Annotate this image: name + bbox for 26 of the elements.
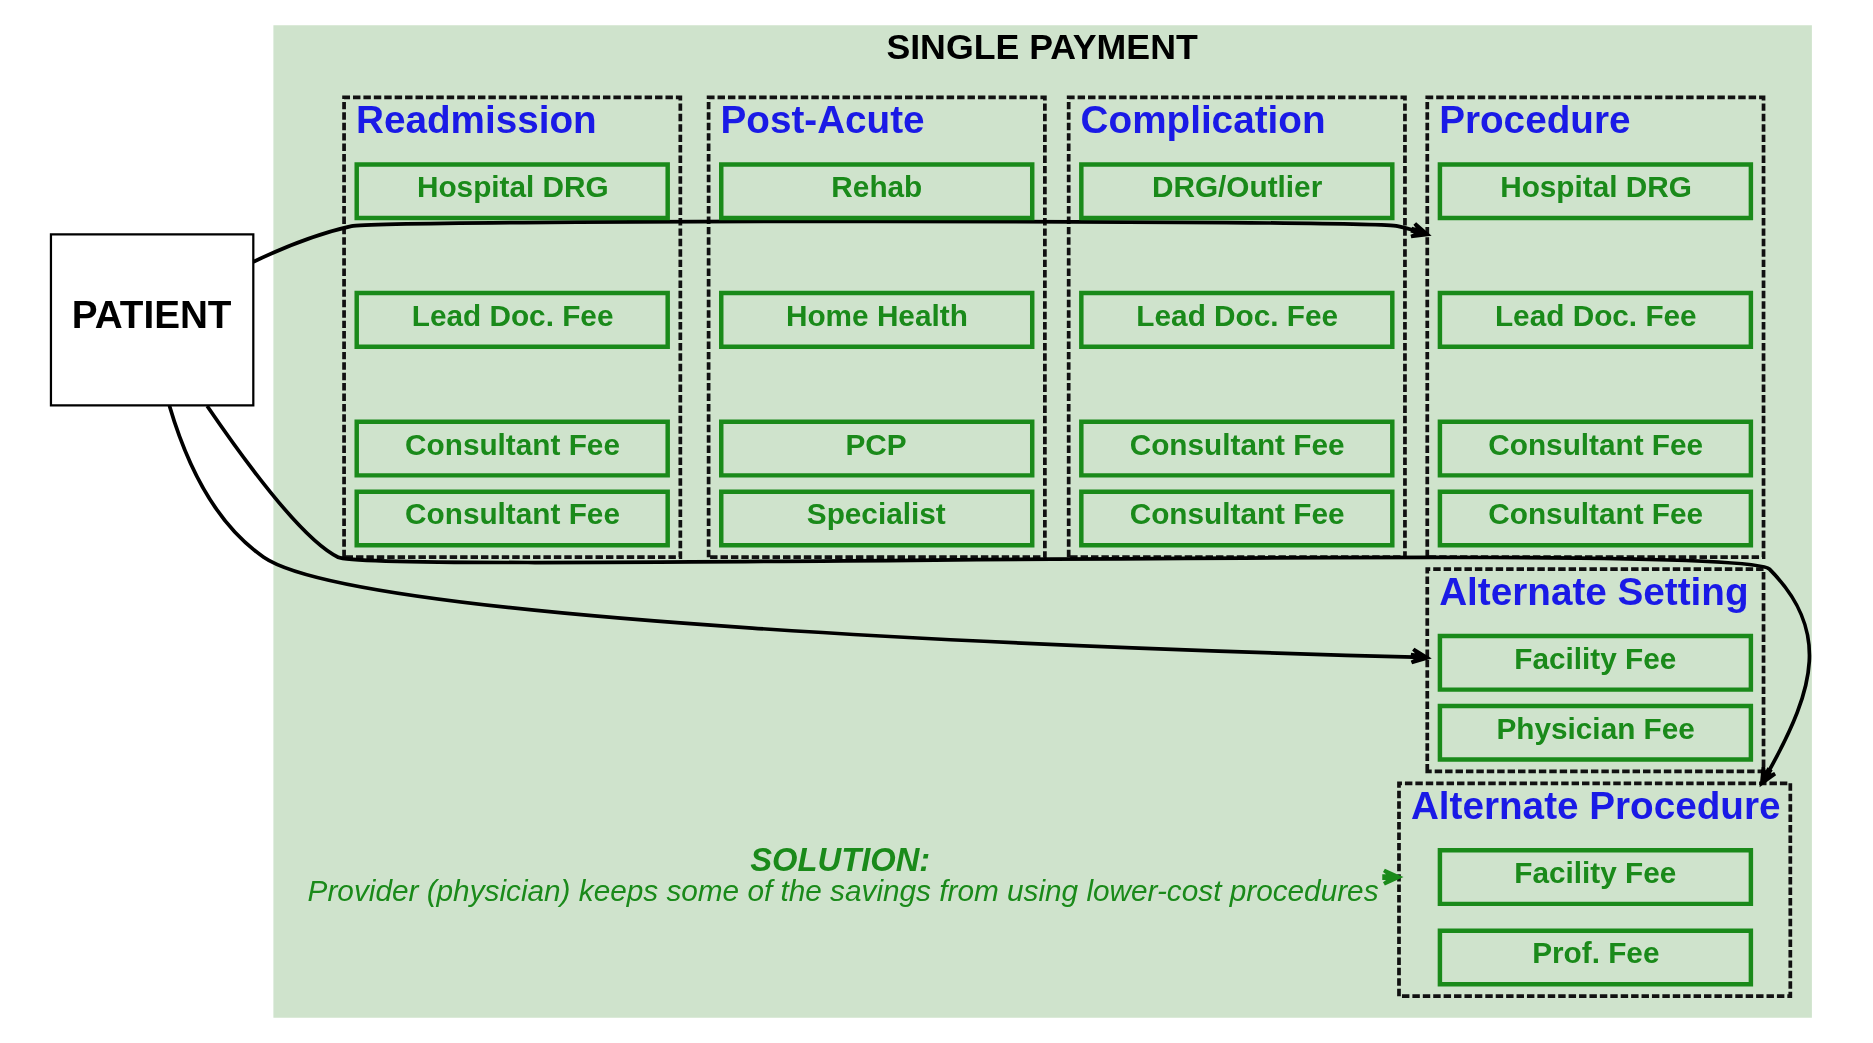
node-box: Physician Fee	[1437, 703, 1753, 762]
node-box: Lead Doc. Fee	[1437, 290, 1753, 349]
node-box: Prof. Fee	[1437, 928, 1753, 987]
arrow	[205, 404, 1811, 786]
node-text: SOLUTION: Provider (physician) keeps some of the savings from using lower-cost procedures	[307, 840, 1379, 907]
node-box: Hospital DRG	[1437, 162, 1753, 221]
node-box: Lead Doc. Fee	[1078, 290, 1395, 349]
node-box: Rehab	[718, 162, 1034, 221]
node-box: Consultant Fee	[1437, 489, 1753, 548]
arrow	[252, 219, 1429, 264]
node-box: Facility Fee	[1437, 848, 1753, 907]
node-box: DRG/Outlier	[1078, 162, 1395, 221]
node-box: Consultant Fee	[354, 419, 670, 478]
node-box: PATIENT	[49, 233, 254, 407]
arrow	[167, 405, 1429, 665]
node-box: Consultant Fee	[354, 489, 670, 548]
node-box: PCP	[718, 419, 1034, 478]
node-box: Consultant Fee	[1078, 489, 1395, 548]
node-box: Consultant Fee	[1078, 419, 1395, 478]
node-box: Home Health	[718, 290, 1034, 349]
node-box: Consultant Fee	[1437, 419, 1753, 478]
arrow	[1381, 868, 1401, 886]
node-box: Lead Doc. Fee	[354, 290, 670, 349]
node-box: Facility Fee	[1437, 633, 1753, 692]
node-box: Hospital DRG	[354, 162, 670, 221]
node-box: Specialist	[718, 489, 1034, 548]
